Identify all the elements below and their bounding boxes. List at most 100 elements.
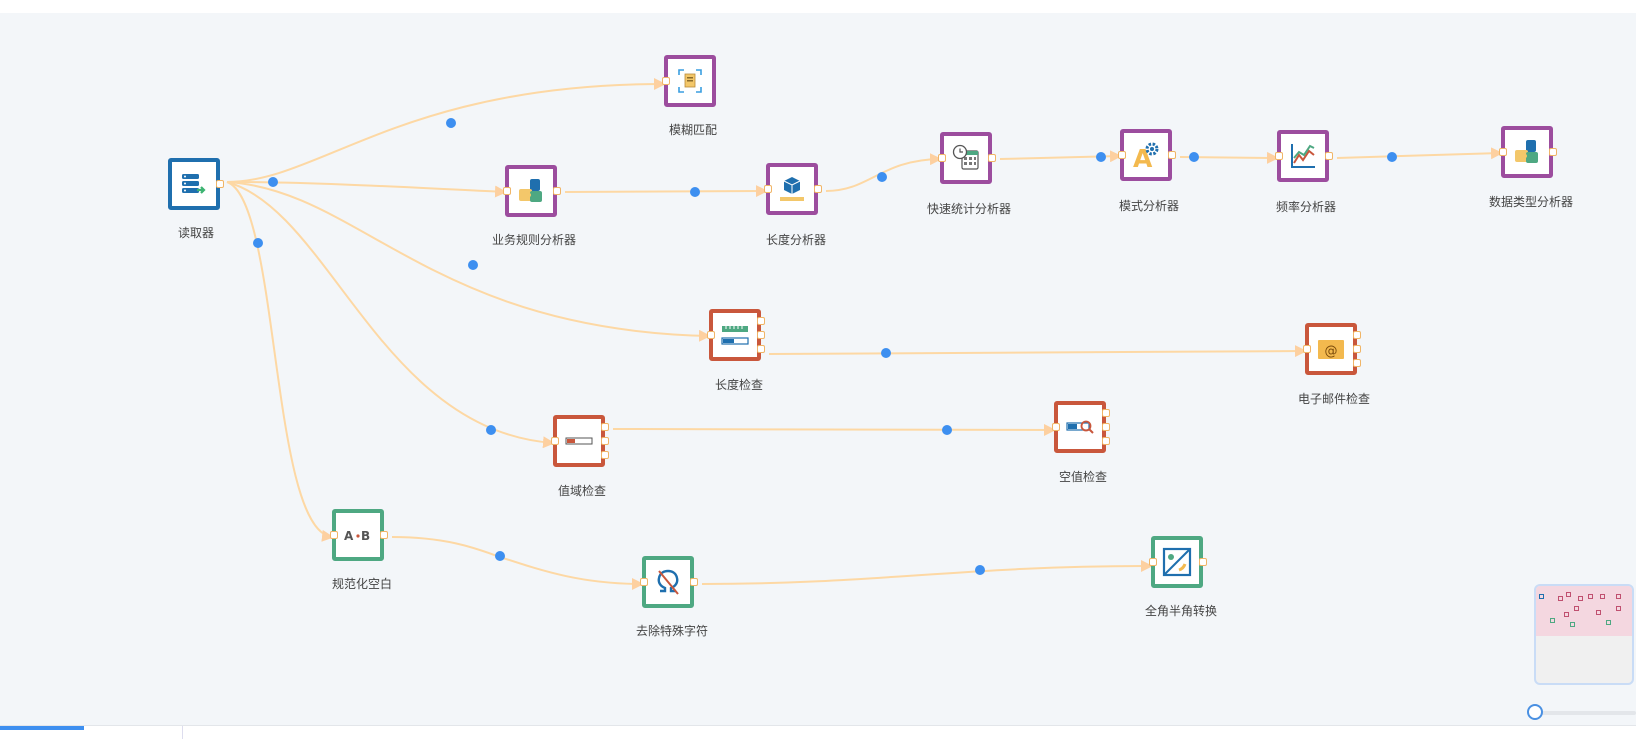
node-length-analyzer-label: 长度分析器 — [765, 233, 827, 247]
node-frequency-analyzer[interactable] — [1275, 130, 1333, 182]
input-port[interactable] — [1149, 558, 1157, 566]
node-length-check[interactable] — [707, 309, 765, 361]
output-port[interactable] — [1353, 345, 1361, 353]
output-port[interactable] — [757, 317, 765, 325]
input-port[interactable] — [1118, 151, 1126, 159]
edge-handle[interactable] — [881, 348, 891, 358]
node-remove-special-chars-label: 去除特殊字符 — [635, 624, 709, 638]
output-port[interactable] — [601, 437, 609, 445]
node-business-rule-analyzer[interactable] — [503, 165, 561, 217]
input-port[interactable] — [503, 187, 511, 195]
output-port[interactable] — [601, 423, 609, 431]
edge-handle[interactable] — [1387, 152, 1397, 162]
node-remove-special-chars[interactable] — [640, 556, 698, 608]
box-ruler-icon — [780, 177, 804, 201]
letter-gear-icon: A — [1133, 142, 1159, 170]
output-port[interactable] — [1353, 359, 1361, 367]
node-fullwidth-halfwidth-convert[interactable] — [1149, 536, 1207, 588]
minimap[interactable] — [1534, 584, 1634, 685]
output-port[interactable] — [690, 578, 698, 586]
input-port[interactable] — [1303, 345, 1311, 353]
edge-handle[interactable] — [690, 187, 700, 197]
edge-handle[interactable] — [975, 565, 985, 575]
output-port[interactable] — [553, 187, 561, 195]
tab-active-indicator[interactable] — [0, 726, 84, 730]
line-chart-icon — [1291, 144, 1315, 168]
input-port[interactable] — [764, 185, 772, 193]
email-at-icon: @ — [1318, 340, 1344, 359]
edge-reader-lencheck[interactable] — [226, 181, 711, 342]
svg-text:@: @ — [1325, 344, 1338, 359]
node-reader[interactable] — [168, 158, 224, 210]
output-port[interactable] — [988, 154, 996, 162]
magnifier-bar-icon — [1066, 420, 1094, 434]
node-normalize-whitespace[interactable]: A B — [330, 509, 388, 561]
input-port[interactable] — [707, 331, 715, 339]
edge-reader-range[interactable] — [226, 181, 555, 449]
output-port[interactable] — [814, 185, 822, 193]
workflow-canvas[interactable] — [0, 13, 1636, 725]
node-null-check[interactable] — [1052, 401, 1110, 453]
node-pattern-analyzer[interactable]: A — [1118, 129, 1176, 181]
edge-frequency-datatype[interactable] — [1336, 147, 1503, 160]
svg-text:A: A — [1133, 144, 1153, 170]
input-port[interactable] — [640, 578, 648, 586]
output-port[interactable] — [757, 331, 765, 339]
node-data-type-analyzer[interactable] — [1499, 126, 1557, 178]
zoom-slider-track[interactable] — [1534, 711, 1636, 715]
edge-handle[interactable] — [253, 238, 263, 248]
output-port[interactable] — [380, 531, 388, 539]
svg-text:A: A — [344, 529, 354, 543]
node-data-type-analyzer-label: 数据类型分析器 — [1488, 195, 1574, 209]
edge-handle[interactable] — [942, 425, 952, 435]
zoom-slider-handle[interactable] — [1527, 704, 1543, 720]
node-length-analyzer[interactable] — [764, 163, 822, 215]
edge-handle[interactable] — [495, 551, 505, 561]
input-port[interactable] — [1052, 423, 1060, 431]
input-port[interactable] — [1499, 148, 1507, 156]
edge-handle[interactable] — [1096, 152, 1106, 162]
edge-handle[interactable] — [486, 425, 496, 435]
edge-handle[interactable] — [1189, 152, 1199, 162]
node-length-check-label: 长度检查 — [714, 378, 764, 392]
node-quick-stat-analyzer[interactable] — [938, 132, 996, 184]
input-port[interactable] — [662, 77, 670, 85]
input-port[interactable] — [1275, 152, 1283, 160]
bottom-tab-bar — [0, 725, 1636, 739]
output-port[interactable] — [1102, 409, 1110, 417]
edge-handle[interactable] — [468, 260, 478, 270]
node-quick-stat-analyzer-label: 快速统计分析器 — [926, 202, 1012, 216]
edge-normspace-removespecial[interactable] — [391, 536, 644, 590]
input-port[interactable] — [330, 531, 338, 539]
output-port[interactable] — [601, 451, 609, 459]
edge-bizrule-lenanalyzer[interactable] — [564, 185, 768, 198]
range-bar-icon — [565, 437, 593, 445]
edge-reader-fuzzy[interactable] — [226, 78, 666, 183]
node-fuzzy-match-label: 模糊匹配 — [668, 123, 718, 137]
output-port[interactable] — [1549, 148, 1557, 156]
edge-removespecial-fullhalf[interactable] — [701, 560, 1153, 585]
edge-handle[interactable] — [268, 177, 278, 187]
output-port[interactable] — [216, 180, 224, 188]
edge-lencheck-email[interactable] — [768, 345, 1307, 358]
node-range-check[interactable] — [551, 415, 609, 467]
edge-reader-bizrule[interactable] — [226, 181, 507, 198]
input-port[interactable] — [551, 437, 559, 445]
puzzle-icon — [519, 179, 542, 202]
input-port[interactable] — [938, 154, 946, 162]
output-port[interactable] — [1353, 331, 1361, 339]
edge-reader-normspace[interactable] — [226, 181, 334, 542]
output-port[interactable] — [1168, 151, 1176, 159]
edge-range-nullcheck[interactable] — [612, 423, 1056, 436]
edge-handle[interactable] — [877, 172, 887, 182]
output-port[interactable] — [1325, 152, 1333, 160]
output-port[interactable] — [1102, 423, 1110, 431]
node-email-check[interactable]: @ — [1303, 323, 1361, 375]
node-fuzzy-match[interactable] — [662, 55, 716, 107]
output-port[interactable] — [1199, 558, 1207, 566]
edge-handle[interactable] — [446, 118, 456, 128]
output-port[interactable] — [757, 345, 765, 353]
output-port[interactable] — [1102, 437, 1110, 445]
svg-text:B: B — [361, 529, 370, 543]
tab-secondary[interactable] — [84, 726, 183, 739]
